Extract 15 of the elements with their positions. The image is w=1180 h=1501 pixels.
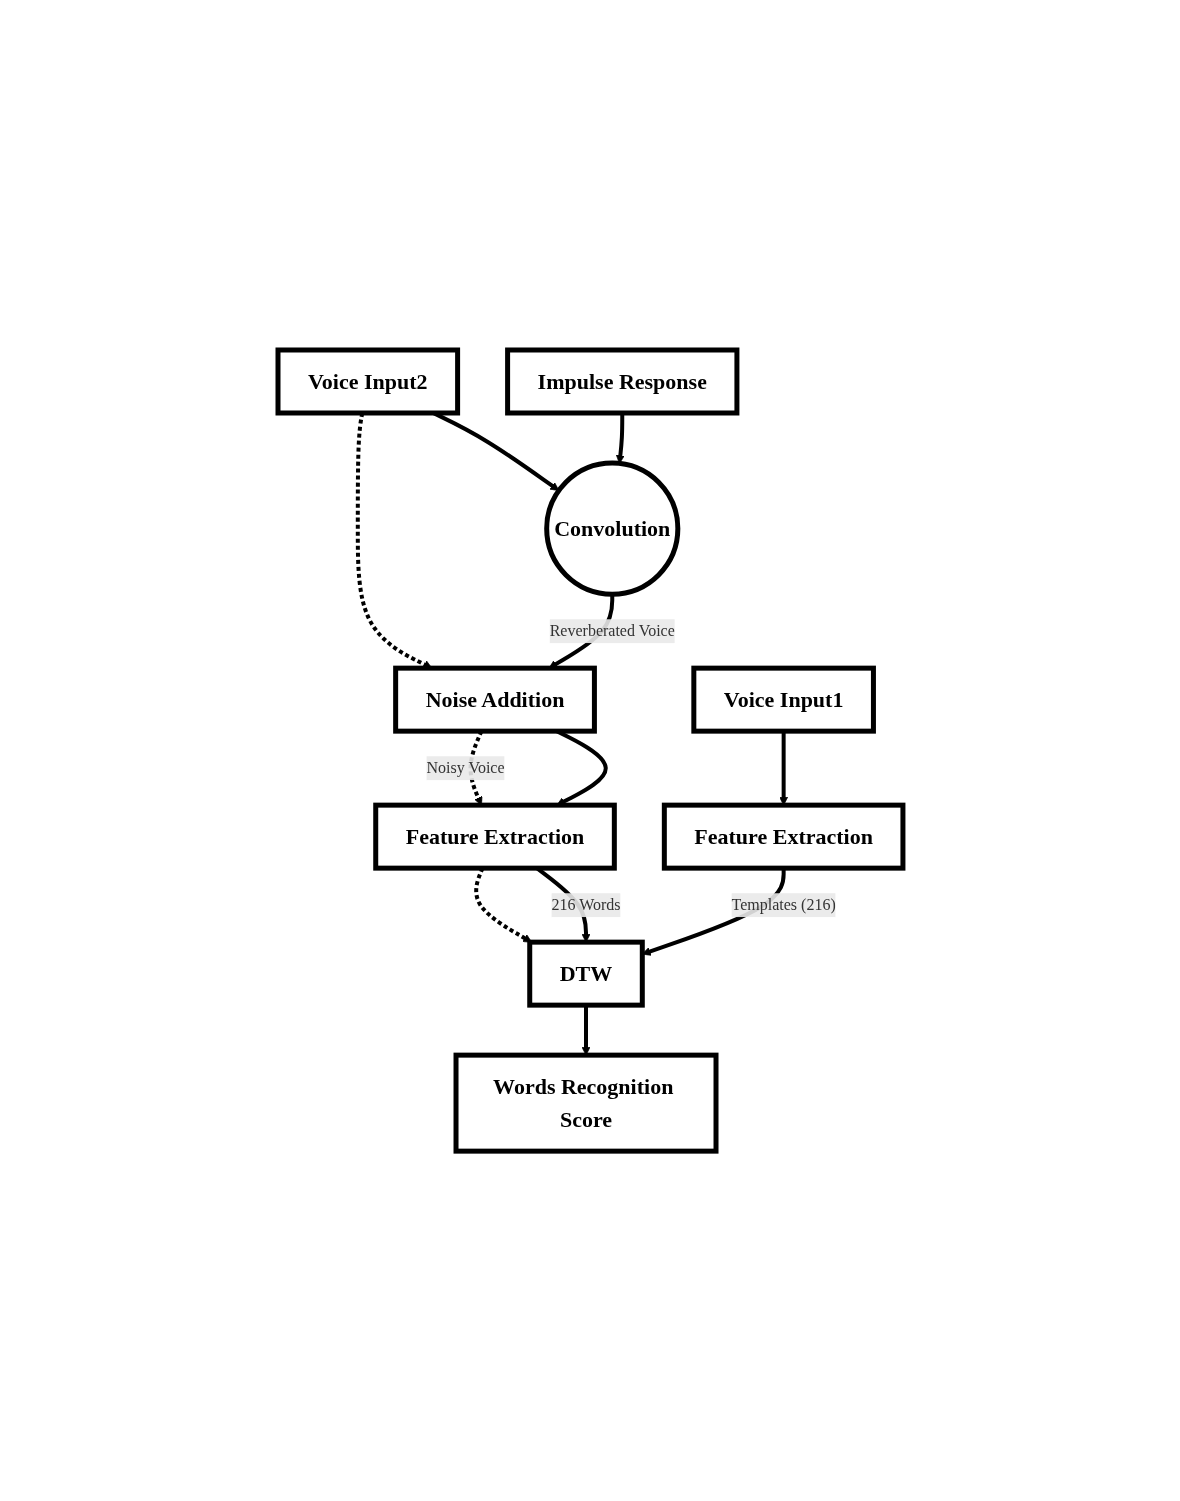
arrow [581, 1005, 590, 1056]
node-box: Feature Extraction [661, 802, 905, 871]
node-box: Impulse Response [504, 347, 739, 416]
edge-label: 216 Words [551, 896, 621, 914]
edge-label: Reverberated Voice [549, 622, 675, 640]
node-box: Words Recognition Score [453, 1052, 719, 1154]
edge-label: Noisy Voice [426, 759, 505, 777]
arrow [778, 731, 788, 806]
edge-label: Templates (216) [731, 896, 836, 914]
node-box: Noise Addition [392, 665, 597, 734]
node-circle: Convolution [543, 460, 680, 597]
node-box: DTW [526, 939, 645, 1008]
node-box: Voice Input1 [690, 665, 876, 734]
node-box: Voice Input2 [275, 347, 460, 416]
node-box: Feature Extraction [372, 802, 617, 871]
